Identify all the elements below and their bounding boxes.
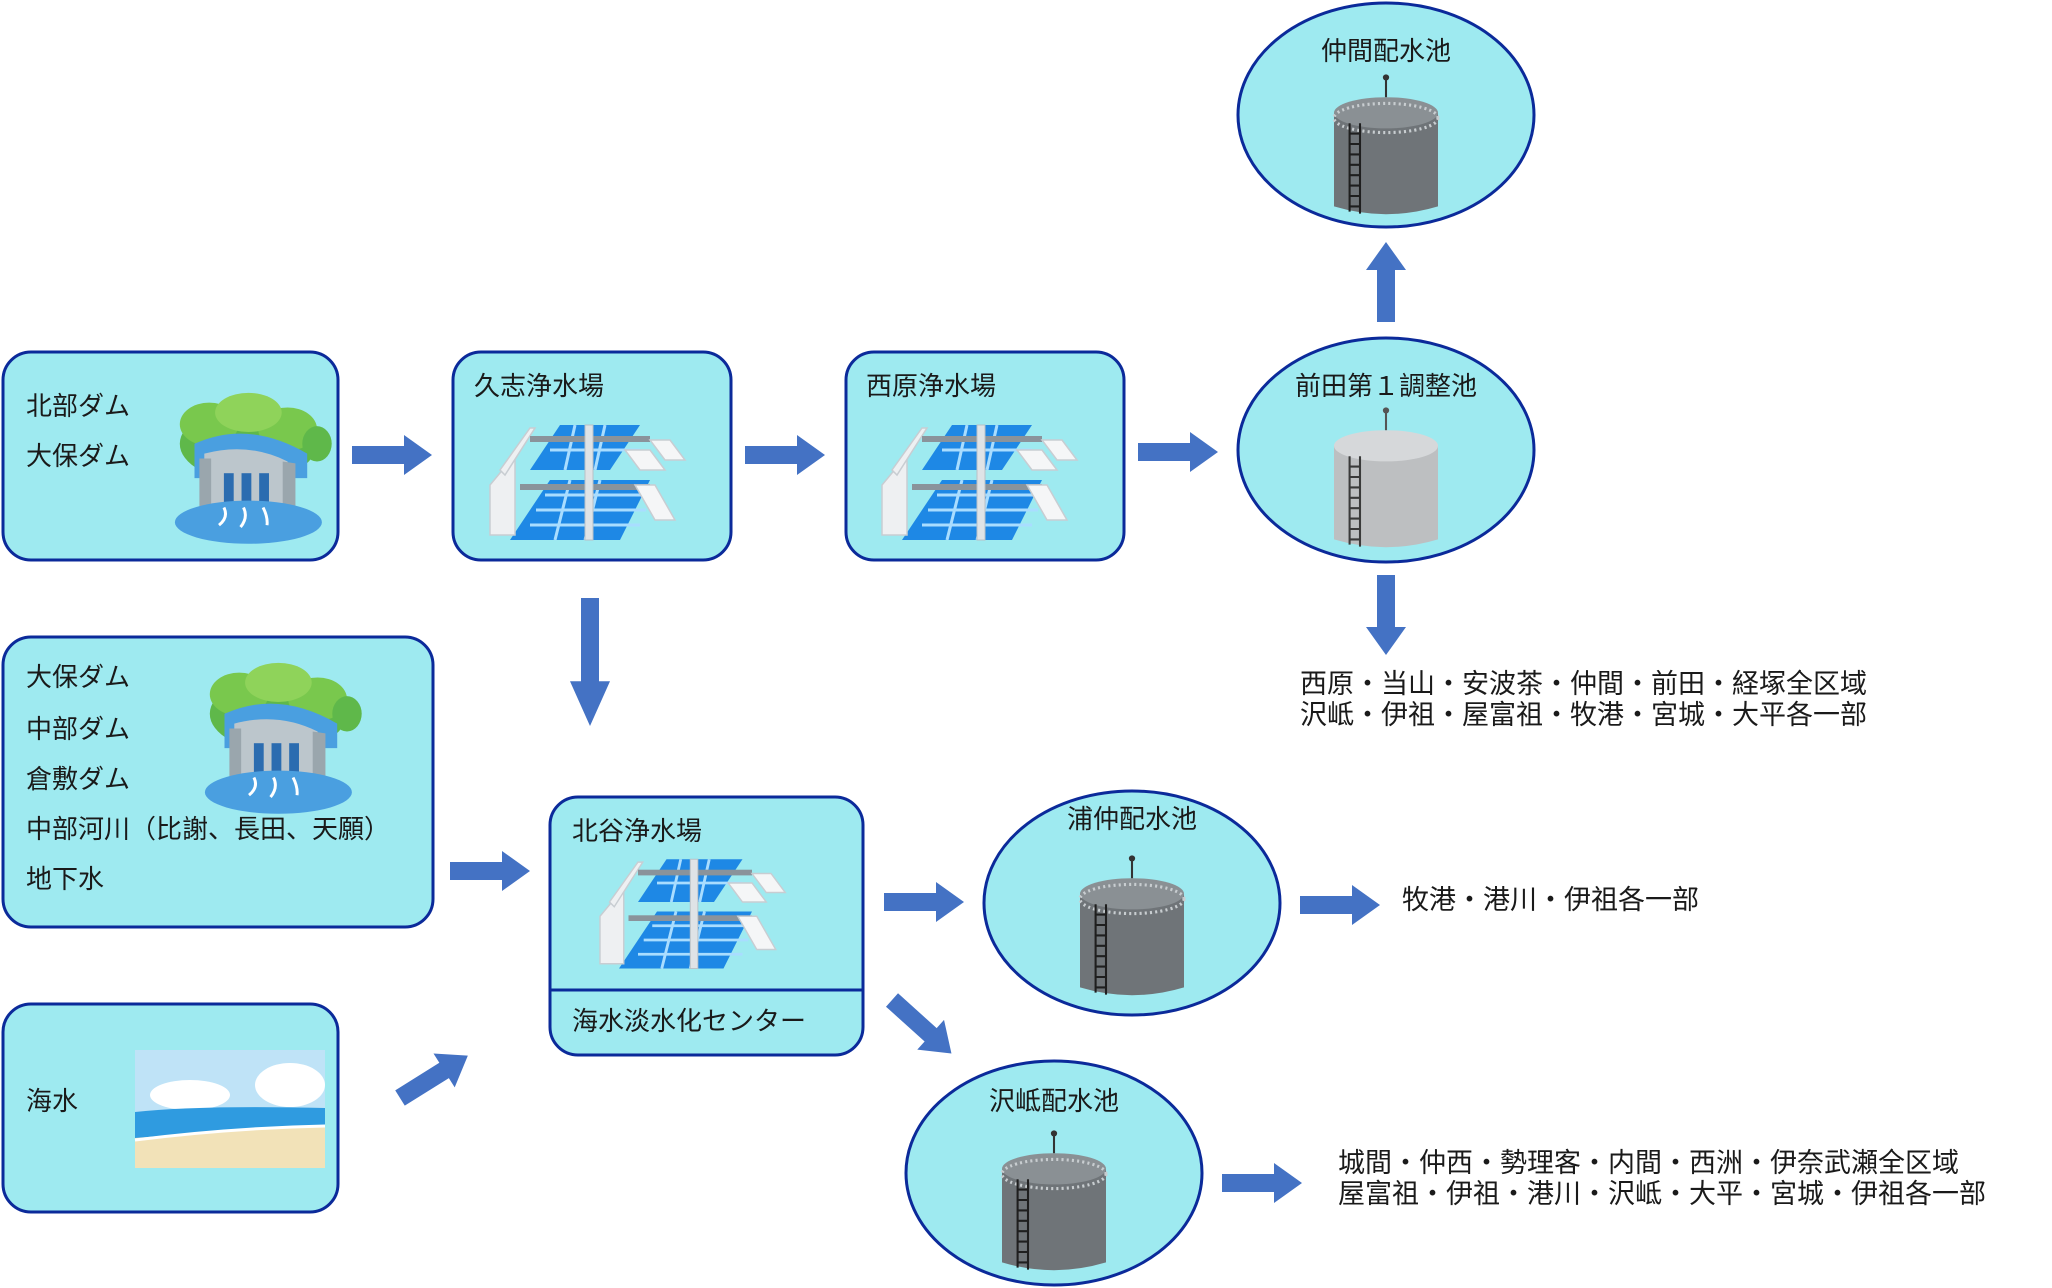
plant-nishihara-label: 西原浄水場 [866,372,996,402]
source-central-line-4: 中部河川（比謝、長田、天願） [26,815,390,845]
plant-box-kushi: 久志浄水場 [451,350,733,562]
reservoir-takushi-label: 沢岻配水池 [989,1087,1119,1117]
plant-box-nishihara: 西原浄水場 [844,350,1126,562]
area-takushi-line-1: 城間・仲西・勢理客・内間・西洲・伊奈武瀬全区域 [1338,1148,1959,1179]
arrow-urasoe-to-area [1300,885,1380,925]
area-maeda-line-2: 沢岻・伊祖・屋富祖・牧港・宮城・大平各一部 [1300,700,1867,731]
plant-kushi-label: 久志浄水場 [474,372,604,402]
reservoir-urasoe-label: 浦仲配水池 [1067,805,1197,835]
reservoir-nakama-label: 仲間配水池 [1321,37,1451,67]
source-box-sea: 海水 [1,1002,340,1214]
arrow-nishihara-to-maeda [1138,432,1218,472]
arrow-maeda-to-nakama [1366,242,1406,322]
reservoir-maeda-label: 前田第１調整池 [1295,372,1477,402]
area-urasoe-line-1: 牧港・港川・伊祖各一部 [1402,885,1699,916]
reservoir-urasoe: 浦仲配水池 [982,789,1282,1017]
sea-beach-icon [134,1050,326,1168]
source-sea-line-1: 海水 [26,1087,78,1117]
plant-chatan-label: 北谷浄水場 [572,817,702,847]
arrow-kushi-to-nishihara [745,435,825,475]
reservoir-maeda: 前田第１調整池 [1236,336,1536,564]
arrow-sea-to-chatan [389,1038,479,1115]
area-maeda-line-1: 西原・当山・安波茶・仲間・前田・経塚全区域 [1300,669,1867,700]
reservoir-nakama: 仲間配水池 [1236,1,1536,229]
plant-desal-label: 海水淡水化センター [572,1007,806,1037]
source-north-line-1: 北部ダム [26,392,130,422]
source-central-line-5: 地下水 [26,865,104,895]
arrow-kushi-to-chatan [570,598,610,726]
arrow-central-to-chatan [450,851,530,891]
source-central-line-2: 中部ダム [26,715,130,745]
area-takushi-line-2: 屋富祖・伊祖・港川・沢岻・大平・宮城・伊祖各一部 [1338,1179,1986,1210]
arrow-north-to-kushi [352,435,432,475]
plant-box-chatan: 北谷浄水場 海水淡水化センター [548,795,865,1057]
source-central-line-3: 倉敷ダム [26,765,130,795]
arrow-chatan-to-takushi [878,985,965,1069]
source-central-line-1: 大保ダム [26,663,130,693]
source-box-central: 大保ダム 中部ダム 倉敷ダム 中部河川（比謝、長田、天願） 地下水 [1,635,435,929]
arrow-chatan-to-urasoe [884,882,964,922]
source-north-line-2: 大保ダム [26,442,130,472]
source-box-north: 北部ダム 大保ダム [1,350,340,562]
arrow-maeda-to-area [1366,575,1406,655]
arrow-takushi-to-area [1222,1163,1302,1203]
reservoir-takushi: 沢岻配水池 [904,1059,1204,1287]
